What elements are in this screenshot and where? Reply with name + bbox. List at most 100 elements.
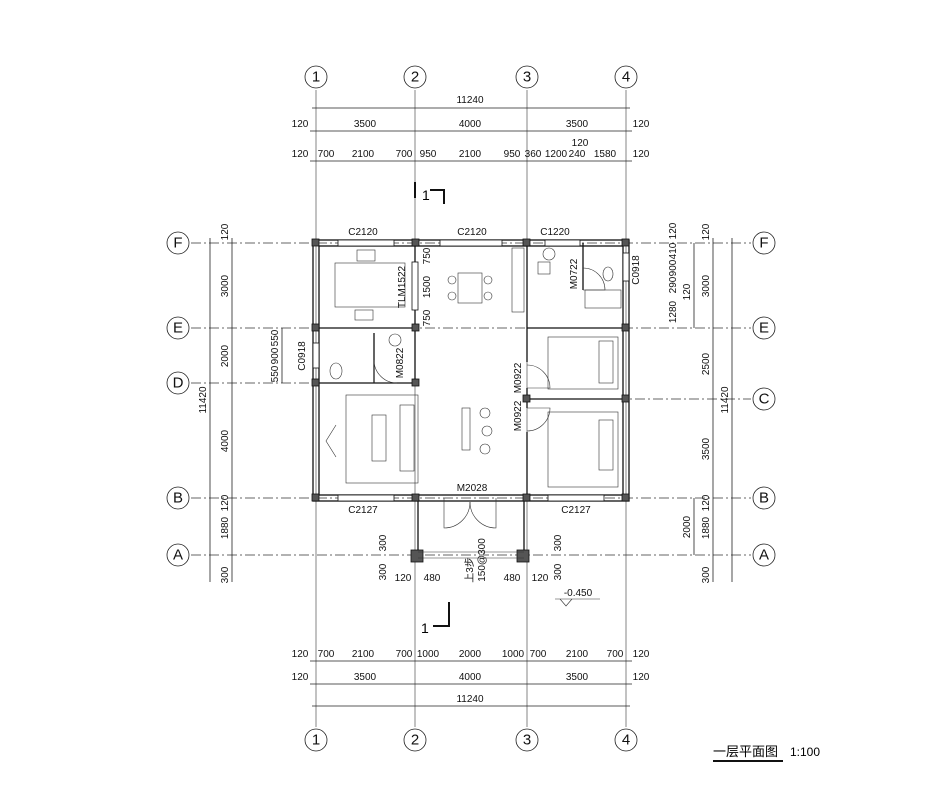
drawing-label: B [759, 490, 769, 507]
drawing-label: 3500 [566, 672, 589, 683]
drawing-stroke [166, 316, 190, 340]
drawing-label: C2120 [348, 227, 378, 238]
drawing-label: M0722 [569, 258, 580, 289]
drawing-stroke [544, 239, 581, 247]
drawing-label: 3 [523, 69, 531, 86]
drawing-stroke [614, 728, 638, 752]
drawing-label: 1 [421, 620, 429, 636]
drawing-stroke [433, 602, 450, 627]
drawing-label: 300 [553, 563, 564, 580]
drawing-stroke [337, 239, 395, 247]
display-stand [461, 407, 471, 451]
sofa-seat [399, 404, 415, 472]
stove-icon [354, 309, 374, 321]
drawing-label: 120 [668, 222, 679, 239]
dining-chair [447, 291, 457, 301]
coffee-table [371, 414, 387, 462]
drawing-label: 120 [292, 672, 309, 683]
drawing-label: TLM1522 [397, 265, 408, 308]
drawing-label: 1 [312, 732, 320, 749]
axis-bubble-D-left: D [166, 371, 190, 395]
drawing-label: 3500 [566, 119, 589, 130]
axis-bubble-F-left: F [166, 231, 190, 255]
drawing-label: 950 [504, 149, 521, 160]
bed-pillow [598, 419, 614, 471]
drawing-label: 11240 [456, 95, 484, 106]
drawing-label: 1:100 [790, 745, 820, 759]
drawing-label: F [759, 235, 768, 252]
drawing-stroke [515, 65, 539, 89]
sofa [345, 394, 419, 484]
drawing-stroke [614, 65, 638, 89]
drawing-label: 4000 [220, 429, 231, 452]
drawing-label: 120 [633, 649, 650, 660]
drawing-label: 1000 [417, 649, 440, 660]
drawing-label: 700 [607, 649, 624, 660]
drawing-stroke [621, 394, 630, 403]
drawing-stroke [582, 267, 606, 291]
drawing-label: 11240 [456, 694, 484, 705]
drawing-label: 900 [668, 259, 679, 276]
drawing-stroke [469, 498, 497, 529]
drawing-label: 150@300 [477, 538, 488, 582]
drawing-label: 120 [701, 494, 712, 511]
drawing-label: 1580 [594, 149, 617, 160]
drawing-stroke [304, 65, 328, 89]
drawing-label: 3 [523, 732, 531, 749]
drawing-label: 2100 [459, 149, 482, 160]
left-dimensions: 11420 120 3000 2000 4000 120 1880 300 55… [198, 223, 281, 583]
axis-bubble-3-top: 3 [515, 65, 539, 89]
drawing-label: 3000 [220, 274, 231, 297]
drawing-label: 120 [292, 649, 309, 660]
drawing-stroke [411, 238, 420, 247]
drawing-label: 900 [270, 347, 281, 364]
drawing-label: M2028 [457, 483, 488, 494]
drawing-label: D [173, 375, 184, 392]
drawing-label: 2000 [459, 649, 482, 660]
drawing-stroke [621, 238, 630, 247]
drawing-label: 2100 [352, 149, 375, 160]
elevation-marker-icon [555, 598, 600, 607]
drawing-stroke [522, 238, 531, 247]
drawing-stroke [526, 364, 551, 389]
drawing-label: 1280 [668, 300, 679, 323]
drawing-label: 120 [532, 573, 549, 584]
drawing-stroke [312, 342, 320, 369]
drawing-label: C2127 [561, 505, 591, 516]
shower-area [584, 289, 622, 309]
drawing-label: 4 [622, 732, 630, 749]
drawing-stroke [403, 728, 427, 752]
drawing-stroke [430, 189, 445, 204]
dining-chair [447, 275, 457, 285]
drawing-label: 120 [633, 119, 650, 130]
top-dimensions: 11240 120 3500 4000 3500 120 120 700 210… [292, 95, 650, 160]
drawing-stroke [311, 238, 320, 247]
drawing-label: E [759, 320, 769, 337]
columns [311, 238, 630, 563]
dining-chair [483, 291, 493, 301]
drawing-label: 700 [396, 649, 413, 660]
drawing-label: 上3步 [464, 557, 476, 583]
drawing-label: 一层平面图 [713, 744, 778, 759]
drawing-stroke [311, 493, 320, 502]
drawing-label: 300 [378, 563, 389, 580]
drawing-label: 1880 [701, 516, 712, 539]
drawing-label: 2000 [682, 515, 693, 538]
axis-bubble-E-left: E [166, 316, 190, 340]
drawing-stroke [522, 394, 531, 403]
drawing-label: 120 [633, 149, 650, 160]
drawing-stroke [752, 231, 776, 255]
drawing-stroke [621, 323, 630, 332]
drawing-stroke [516, 549, 530, 563]
drawing-stroke [443, 498, 471, 529]
drawing-label: 2100 [352, 649, 375, 660]
axis-bubble-2-top: 2 [403, 65, 427, 89]
drawing-label: A [759, 547, 769, 564]
drawing-stroke [304, 728, 328, 752]
drawing-label: 550 [270, 365, 281, 382]
axis-bubble-E-right: E [752, 316, 776, 340]
drawing-label: 120 [633, 672, 650, 683]
drawing-label: B [173, 490, 183, 507]
axis-bubble-B-right: B [752, 486, 776, 510]
drawing-stroke [439, 239, 503, 247]
